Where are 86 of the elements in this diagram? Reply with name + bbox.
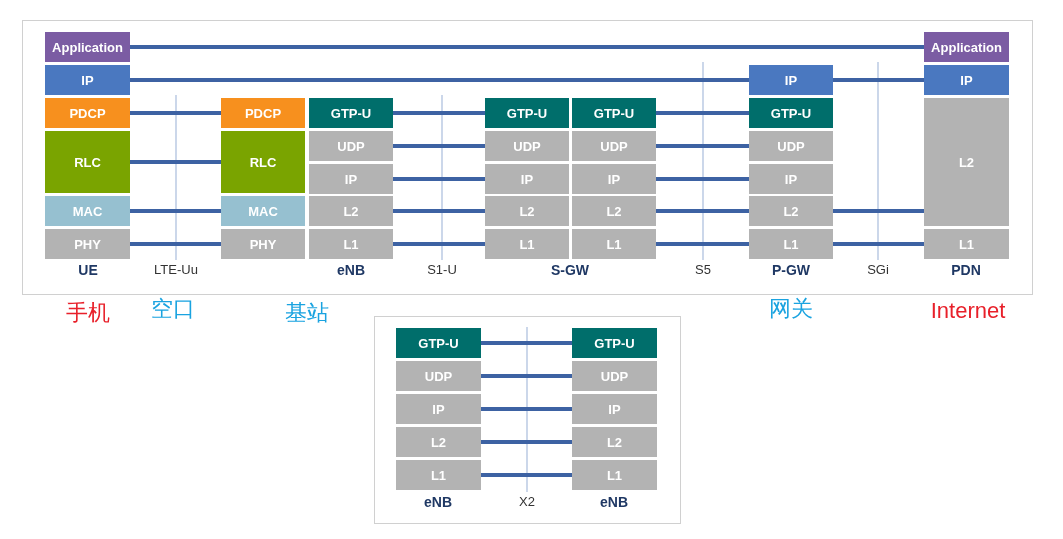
connection-line [393,111,485,115]
connection-line [656,177,749,181]
connection-line [481,407,572,411]
protocol-layer: L2 [749,196,833,226]
connection-line [393,209,485,213]
protocol-layer: L1 [396,460,481,490]
protocol-layer: PDCP [221,98,305,128]
interface-name: S5 [695,262,711,277]
node-name: UE [78,262,98,278]
protocol-layer: IP [572,164,656,194]
connection-line [130,111,221,115]
connection-line [130,45,924,49]
connection-line [130,209,221,213]
interface-name: SGi [867,262,889,277]
connection-line [130,242,221,246]
protocol-layer: IP [572,394,657,424]
connection-line [833,78,924,82]
protocol-layer: L1 [572,460,657,490]
protocol-layer: MAC [221,196,305,226]
protocol-layer: IP [485,164,569,194]
protocol-layer: UDP [749,131,833,161]
interface-name: LTE-Uu [154,262,198,277]
connection-line [481,341,572,345]
connection-line [833,209,924,213]
protocol-layer: IP [396,394,481,424]
protocol-layer: PDCP [45,98,130,128]
connection-line [393,144,485,148]
protocol-layer: L1 [749,229,833,259]
protocol-layer: L2 [485,196,569,226]
protocol-layer: GTP-U [572,328,657,358]
protocol-layer: MAC [45,196,130,226]
connection-line [130,78,749,82]
caption-text: 手机 [66,299,110,327]
connection-line [130,160,221,164]
protocol-layer: PHY [221,229,305,259]
node-name: PDN [951,262,981,278]
protocol-layer: GTP-U [485,98,569,128]
protocol-layer: L2 [572,196,656,226]
protocol-layer: Application [45,32,130,62]
connection-line [656,209,749,213]
protocol-layer: GTP-U [396,328,481,358]
connection-line [481,440,572,444]
node-name: P-GW [771,262,811,278]
caption-text: 空口 [151,295,195,323]
connection-line [656,242,749,246]
protocol-layer: GTP-U [749,98,833,128]
interface-name: X2 [519,494,535,509]
protocol-layer: UDP [572,361,657,391]
protocol-layer: L1 [485,229,569,259]
connection-line [393,177,485,181]
protocol-layer: IP [749,65,833,95]
protocol-layer: IP [924,65,1009,95]
protocol-layer: L1 [924,229,1009,259]
node-name: S-GW [550,262,590,278]
protocol-layer: IP [45,65,130,95]
caption-text: Internet [930,298,1006,324]
connection-line [481,473,572,477]
protocol-layer: RLC [221,131,305,193]
node-name: eNB [337,262,365,278]
interface-name: S1-U [427,262,457,277]
protocol-layer: L2 [309,196,393,226]
protocol-layer: UDP [485,131,569,161]
protocol-layer: GTP-U [309,98,393,128]
connection-line [656,111,749,115]
protocol-layer: L1 [572,229,656,259]
protocol-layer: IP [309,164,393,194]
protocol-layer: Application [924,32,1009,62]
protocol-layer: L1 [309,229,393,259]
protocol-layer: IP [749,164,833,194]
protocol-layer: UDP [309,131,393,161]
caption-text: 网关 [769,295,813,323]
connection-line [656,144,749,148]
protocol-layer: L2 [396,427,481,457]
protocol-layer: UDP [572,131,656,161]
caption-text: 基站 [285,299,329,327]
protocol-layer: RLC [45,131,130,193]
protocol-layer: L2 [572,427,657,457]
protocol-layer: L2 [924,98,1009,226]
connection-line [481,374,572,378]
connection-line [833,242,924,246]
connection-line [393,242,485,246]
protocol-layer: PHY [45,229,130,259]
protocol-layer: UDP [396,361,481,391]
node-name: eNB [600,494,628,510]
node-name: eNB [424,494,452,510]
protocol-layer: GTP-U [572,98,656,128]
